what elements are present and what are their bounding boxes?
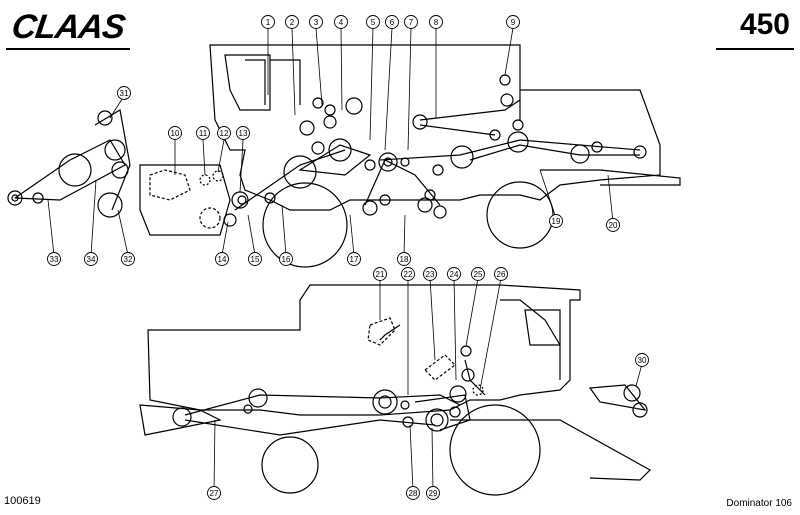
lower-pulleys [172,345,648,432]
callout-number: 31 [120,89,129,98]
callout-number: 22 [404,270,413,279]
callout-circle [168,126,182,140]
callout-circle [334,15,348,29]
callout-number: 8 [434,18,439,27]
callout-number: 10 [171,129,180,138]
lower-combine-outline [139,284,651,496]
callout-circle [401,267,415,281]
callout-number: 26 [497,270,506,279]
callout-number: 12 [220,129,229,138]
callout-circle [404,15,418,29]
callout-number: 29 [429,489,438,498]
callout-circle [215,252,229,266]
callout-number: 1 [266,18,271,27]
callout-number: 30 [638,356,647,365]
callout-number: 24 [450,270,459,279]
callout-number: 15 [251,255,260,264]
callout-circle [309,15,323,29]
lower-belts [184,317,647,436]
callout-number: 7 [409,18,414,27]
callout-number: 16 [282,255,291,264]
callout-circle [47,252,61,266]
callout-number: 23 [426,270,435,279]
callout-circle [248,252,262,266]
header-rule-right [716,48,794,50]
callout-circle [236,126,250,140]
callout-number: 11 [199,129,208,138]
callout-markers [47,27,643,491]
callout-circle [117,86,131,100]
callout-number: 4 [339,18,344,27]
header-rule-left [6,48,130,50]
callout-number: 19 [552,217,561,226]
callout-number: 25 [474,270,483,279]
callout-circle [279,252,293,266]
callout-circle [285,15,299,29]
callout-circle [397,252,411,266]
callout-number: 32 [124,255,133,264]
callout-circle [429,15,443,29]
callout-circle [406,486,420,500]
callout-circle [84,252,98,266]
callout-number: 28 [409,489,418,498]
callout-circle [423,267,437,281]
callout-circle [494,267,508,281]
callout-circle [261,15,275,29]
callout-circle [217,126,231,140]
callout-circle [373,267,387,281]
callout-number: 33 [50,255,59,264]
callout-circle [635,353,649,367]
callout-number: 14 [218,255,227,264]
callout-circle [426,486,440,500]
callout-number: 2 [290,18,295,27]
callout-number: 21 [376,270,385,279]
model-name: Dominator 106 [726,498,792,509]
callout-number: 17 [350,255,359,264]
callout-circle [121,252,135,266]
document-id: 100619 [4,495,41,507]
callout-number: 3 [314,18,319,27]
callout-circle [506,15,520,29]
callout-number: 27 [210,489,219,498]
callout-number: 18 [400,255,409,264]
callout-circle [196,126,210,140]
callout-circle [347,252,361,266]
callout-number: 13 [239,129,248,138]
callout-circle [385,15,399,29]
callout-circle [549,214,563,228]
callout-number: 6 [390,18,395,27]
callout-number: 20 [609,221,618,230]
callout-circle [471,267,485,281]
callout-circle [606,218,620,232]
callout-circle [447,267,461,281]
callout-number: 5 [371,18,376,27]
upper-pulleys [7,74,647,229]
callout-number: 34 [87,255,96,264]
callout-circle [207,486,221,500]
callout-number: 9 [511,18,516,27]
callout-circle [366,15,380,29]
page-number: 450 [739,8,790,41]
